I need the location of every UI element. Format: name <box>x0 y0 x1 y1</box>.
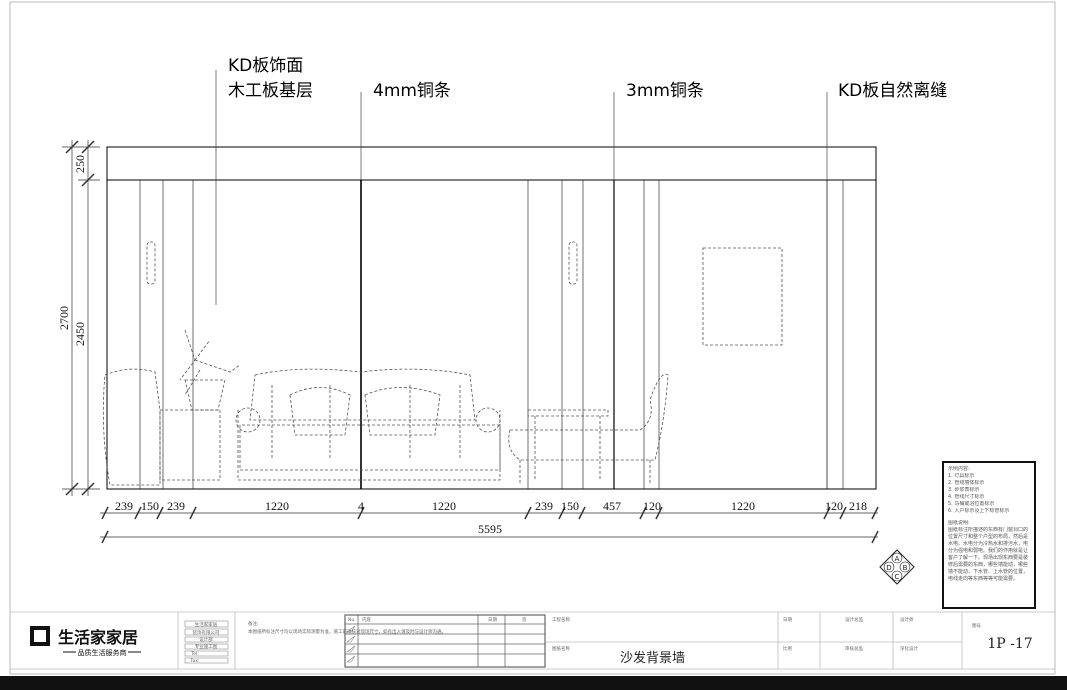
legend-title: 示例内容: <box>948 466 970 472</box>
compass-letter: B <box>903 564 908 572</box>
callout-3mm-copper: 3mm铜条 <box>626 81 704 101</box>
company-field: Fax: <box>190 658 199 664</box>
dim-value: 239 <box>535 499 553 513</box>
drawing-name: 沙发背景墙 <box>620 650 685 666</box>
dim-2450: 2450 <box>73 322 87 346</box>
door-handle-icon <box>146 241 578 285</box>
legend-box: 示例内容: 1. 灯具标示 2. 管线墙体标示 3. 砂浆表标示 4. 管线尺寸… <box>942 461 1036 609</box>
dim-value: 239 <box>167 499 185 513</box>
callout-leaders <box>215 70 828 305</box>
dim-250: 250 <box>73 155 87 173</box>
dim-value: 1220 <box>432 499 456 513</box>
legend-item: 2. 管线墙体标示 <box>948 480 985 486</box>
company-field: 装饰有限公司 <box>193 629 220 636</box>
revision-header: 日期 <box>488 617 497 623</box>
revision-header: No. <box>348 617 355 623</box>
revision-header: 签 <box>522 616 527 623</box>
drawing-name-label: 图纸名称 <box>552 645 570 652</box>
compass-letter: A <box>895 555 900 563</box>
width-dimension-values: 239 150 239 1220 4 1220 239 150 457 120 … <box>115 499 867 536</box>
brand-slogan: 品质生活服务商 <box>78 648 127 657</box>
sheet-number: 1P -17 <box>987 636 1032 652</box>
dim-value: 239 <box>115 499 133 513</box>
compass-letter: D <box>886 564 891 572</box>
dim-value: 150 <box>141 499 159 513</box>
legend-notes-title: 图纸说明: <box>948 520 970 526</box>
dim-value: 4 <box>358 499 364 513</box>
brand-name: 生活家家居 <box>58 628 138 647</box>
width-dimension-lines <box>100 506 879 544</box>
cell-label: 设计师 <box>900 616 914 623</box>
callout-kd-veneer: KD板饰面 <box>228 56 303 76</box>
dim-value: 457 <box>603 499 621 513</box>
legend-item: 1. 灯具标示 <box>948 473 975 479</box>
dim-value: 120 <box>643 499 661 513</box>
callout-kd-gap: KD板自然离缝 <box>838 81 947 101</box>
furniture <box>102 329 669 486</box>
cell-label: 设计总监 <box>845 616 863 623</box>
cell-label: 日期 <box>783 617 792 623</box>
legend-item: 5. 马桶或浴位置标示 <box>948 501 995 507</box>
dim-2700: 2700 <box>57 306 71 330</box>
bottom-bar <box>0 676 1067 690</box>
dim-value: 1220 <box>731 499 755 513</box>
legend-notes: 图纸标注所描述的东西有门窗洞口的位置尺寸和整个户型的布局，然后是水电。水电分为冷… <box>948 527 1029 582</box>
callout-plywood-base: 木工板基层 <box>228 81 313 101</box>
revision-headers: No. 内容 日期 签 <box>348 616 527 623</box>
cell-label: 深化设计 <box>900 645 918 652</box>
height-dimension-lines <box>62 140 100 496</box>
brand-logo: 生活家家居 品质生活服务商 <box>30 626 141 657</box>
cell-label: 比例 <box>783 645 792 652</box>
picture-frame <box>702 247 783 346</box>
notes-text: 本图纸所标注尺寸均以现场实际测量为准，施工前须核对现场尺寸，如有出入请及时与设计… <box>248 628 446 635</box>
dim-value: 1220 <box>265 499 289 513</box>
notes-label: 备注: <box>248 620 259 627</box>
project-label: 工程名称 <box>552 616 570 623</box>
sheet-label: 图号 <box>972 623 981 629</box>
page-border <box>9 1 1056 675</box>
company-field: Tel: <box>190 651 199 657</box>
revision-triangle-icon <box>346 625 356 663</box>
dim-overall: 5595 <box>478 522 502 536</box>
title-block-grid <box>10 611 1055 670</box>
company-field: 专业施工图 <box>195 643 218 650</box>
signature-cells: 日期 比例 设计总监 审核总监 设计师 深化设计 图号 <box>783 616 981 652</box>
company-fields: 生活家家居 装饰有限公司 设计部 专业施工图 Tel: Fax: <box>190 621 219 664</box>
dim-value: 120 <box>825 499 843 513</box>
company-field: 生活家家居 <box>195 621 218 628</box>
compass-letter: C <box>895 573 900 581</box>
callout-4mm-copper: 4mm铜条 <box>373 81 451 101</box>
legend-item: 4. 管线尺寸标示 <box>948 494 985 500</box>
legend-item: 6. 入户标示及上下标管标示 <box>948 508 1010 514</box>
compass-icon: A B C D <box>879 549 915 585</box>
dim-value: 218 <box>849 499 867 513</box>
wall-elevation <box>106 146 877 490</box>
company-field: 设计部 <box>199 636 213 643</box>
dim-value: 150 <box>561 499 579 513</box>
legend-item: 3. 砂浆表标示 <box>948 487 980 493</box>
revision-header: 内容 <box>362 616 371 623</box>
cell-label: 审核总监 <box>845 645 863 652</box>
